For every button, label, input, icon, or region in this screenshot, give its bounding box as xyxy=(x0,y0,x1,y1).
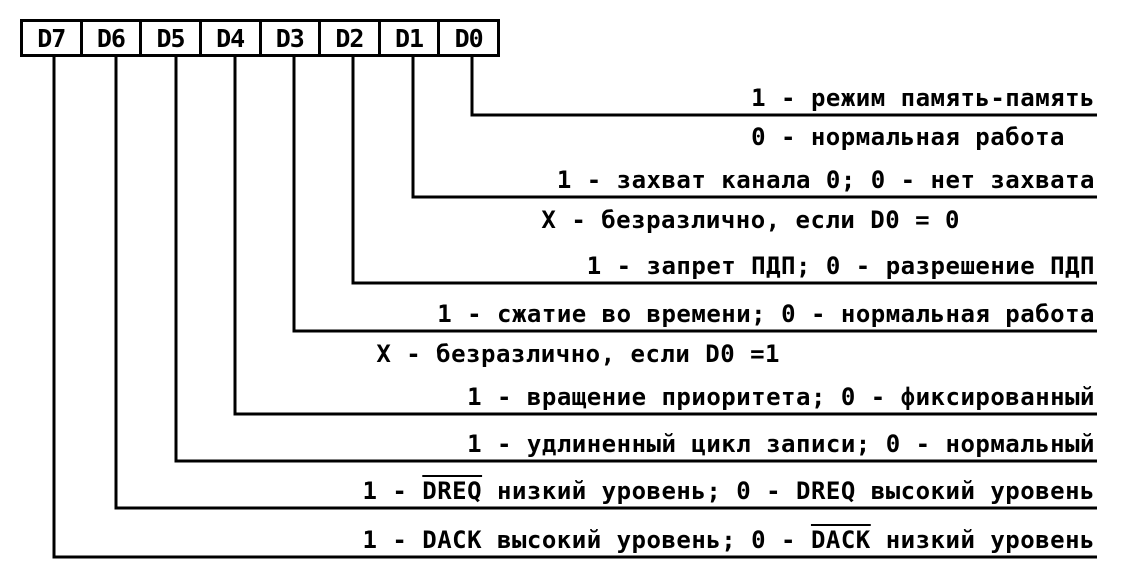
bit-cell-d5: D5 xyxy=(139,22,199,54)
d7-description: 1 - DACK высокий уровень; 0 - DACK низки… xyxy=(362,526,1095,554)
leader-line-d2 xyxy=(351,57,1097,285)
leader-line-d5 xyxy=(174,57,1097,463)
d3-description: 1 - сжатие во времени; 0 - нормальная ра… xyxy=(437,300,1095,328)
bit-cell-d7: D7 xyxy=(37,23,66,53)
d1-dontcare-description: X - безразлично, если D0 = 0 xyxy=(541,206,960,234)
leader-line-d0 xyxy=(470,57,1097,117)
d6-description: 1 - DREQ низкий уровень; 0 - DREQ высоки… xyxy=(362,477,1095,505)
d1-description: 1 - захват канала 0; 0 - нет захвата xyxy=(556,166,1095,194)
d7-dack-inverted: DACK xyxy=(810,526,871,554)
d6-text-start: 1 - xyxy=(362,477,423,505)
d3-dontcare-description: X - безразлично, если D0 =1 xyxy=(376,340,780,368)
leader-line-d7 xyxy=(52,57,1097,559)
bit-cell-d6: D6 xyxy=(79,22,140,54)
d0-clear-description: 0 - нормальная работа xyxy=(751,123,1065,151)
leader-line-d1 xyxy=(411,57,1097,199)
leader-line-d4 xyxy=(233,57,1097,416)
d6-text-end: низкий уровень; 0 - DREQ высокий уровень xyxy=(482,477,1095,505)
d7-text-start: 1 - DACK высокий уровень; 0 - xyxy=(362,526,811,554)
d6-dreq-inverted: DREQ xyxy=(422,477,483,505)
leader-line-d6 xyxy=(114,57,1097,510)
d4-description: 1 - вращение приоритета; 0 - фиксированн… xyxy=(467,383,1095,411)
leader-line-d3 xyxy=(292,57,1097,333)
bit-cell-d1: D1 xyxy=(377,22,438,54)
d5-description: 1 - удлиненный цикл записи; 0 - нормальн… xyxy=(467,430,1095,458)
d2-description: 1 - запрет ПДП; 0 - разрешение ПДП xyxy=(586,252,1095,280)
d7-text-end: низкий уровень xyxy=(870,526,1095,554)
bit-cell-d3: D3 xyxy=(258,22,319,54)
register-bit-header: D7 D6 D5 D4 D3 D2 D1 D0 xyxy=(20,19,500,57)
bit-cell-d0: D0 xyxy=(437,22,497,54)
bit-cell-d4: D4 xyxy=(198,22,259,54)
d0-set-description: 1 - режим память-память xyxy=(751,84,1095,112)
bit-cell-d2: D2 xyxy=(318,22,378,54)
